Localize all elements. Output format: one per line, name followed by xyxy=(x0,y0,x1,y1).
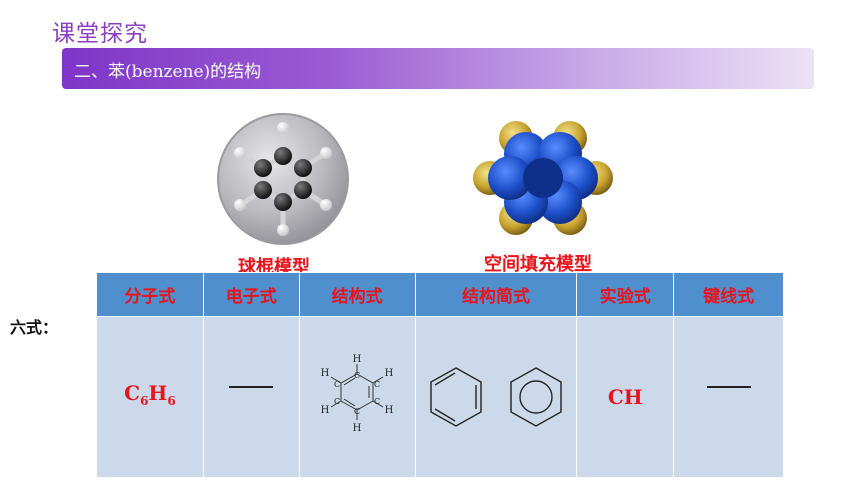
header-empirical-formula: 实验式 xyxy=(576,272,675,317)
cell-condensed-formula xyxy=(414,316,578,478)
table-row: C6H6 xyxy=(96,316,784,478)
h-label: H xyxy=(321,368,330,379)
c-label: C xyxy=(374,380,380,389)
header-electron-formula: 电子式 xyxy=(202,272,300,317)
c-label: C xyxy=(354,407,360,416)
space-filling-caption: 空间填充模型 xyxy=(484,254,592,275)
cell-empirical-formula: CH xyxy=(576,316,675,478)
header-structural-formula: 结构式 xyxy=(298,272,416,317)
cell-structural-formula: H H H H H H C C C C C C xyxy=(298,316,416,478)
benzene-circle-hexagon xyxy=(509,367,562,427)
c-label: C xyxy=(334,397,340,406)
h-label: H xyxy=(353,354,362,365)
blank-dash xyxy=(706,386,751,388)
header-skeletal-formula: 键线式 xyxy=(673,272,784,317)
six-forms-label: 六式： xyxy=(10,318,59,337)
page-title: 课堂探究 xyxy=(52,21,148,47)
c-label: C xyxy=(334,380,340,389)
ball-stick-model-image xyxy=(217,113,349,245)
section-banner: 二、苯(benzene)的结构 xyxy=(62,48,814,89)
cell-skeletal-formula xyxy=(673,316,784,478)
empirical-formula: CH xyxy=(607,385,643,409)
h-label: H xyxy=(385,405,394,416)
h-label: H xyxy=(353,423,362,434)
cell-molecular-formula: C6H6 xyxy=(96,316,204,478)
section-heading: 二、苯(benzene)的结构 xyxy=(74,62,262,82)
header-condensed-formula: 结构简式 xyxy=(414,272,578,317)
c-label: C xyxy=(354,371,360,380)
c-label: C xyxy=(374,397,380,406)
benzene-kekule-hexagon xyxy=(430,367,483,427)
structural-formula-diagram: H H H H H H C C C C C C xyxy=(321,354,394,434)
blank-dash xyxy=(229,386,274,388)
h-label: H xyxy=(321,405,330,416)
cell-electron-formula xyxy=(202,316,300,478)
h-label: H xyxy=(385,368,394,379)
space-filling-model-image xyxy=(473,121,613,235)
structure-table: 分子式 电子式 结构式 结构简式 实验式 键线式 C6H6 xyxy=(96,272,784,478)
header-molecular-formula: 分子式 xyxy=(96,272,204,317)
table-header-row: 分子式 电子式 结构式 结构简式 实验式 键线式 xyxy=(96,272,784,317)
molecular-formula: C6H6 xyxy=(124,380,176,408)
